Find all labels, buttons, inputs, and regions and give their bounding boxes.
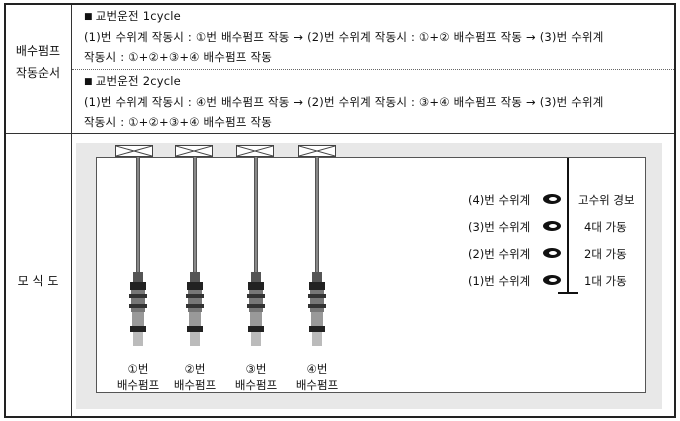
pit-inner <box>96 157 646 393</box>
order-label-2: 작동순서 <box>15 66 61 80</box>
order-label-1: 배수펌프 <box>15 44 61 58</box>
cycle2-block: ■교번운전 2cycle (1)번 수위계 작동시 : ④번 배수펌프 작동 →… <box>84 71 664 132</box>
bullet-icon: ■ <box>84 12 93 22</box>
left-label-column <box>6 5 72 416</box>
pump-operation-document: 배수펌프 작동순서 모 식 도 ■교번운전 1cycle (1)번 수위계 작동… <box>4 3 676 418</box>
cycle1-line2: 작동시 : ①+②+③+④ 배수펌프 작동 <box>84 50 273 64</box>
section-divider <box>6 133 674 134</box>
cycle2-line1: (1)번 수위계 작동시 : ④번 배수펌프 작동 → (2)번 수위계 작동시… <box>84 95 604 109</box>
cycle-divider <box>72 69 674 70</box>
cycle1-line1: (1)번 수위계 작동시 : ①번 배수펌프 작동 → (2)번 수위계 작동시… <box>84 30 604 44</box>
cycle2-title: 교번운전 2cycle <box>95 74 181 88</box>
bullet-icon: ■ <box>84 77 93 87</box>
pit-diagram <box>76 143 662 409</box>
cycle2-line2: 작동시 : ①+②+③+④ 배수펌프 작동 <box>84 115 273 129</box>
cycle1-block: ■교번운전 1cycle (1)번 수위계 작동시 : ①번 배수펌프 작동 →… <box>84 6 664 67</box>
diagram-label: 모 식 도 <box>17 274 59 288</box>
cycle1-title: 교번운전 1cycle <box>95 9 181 23</box>
